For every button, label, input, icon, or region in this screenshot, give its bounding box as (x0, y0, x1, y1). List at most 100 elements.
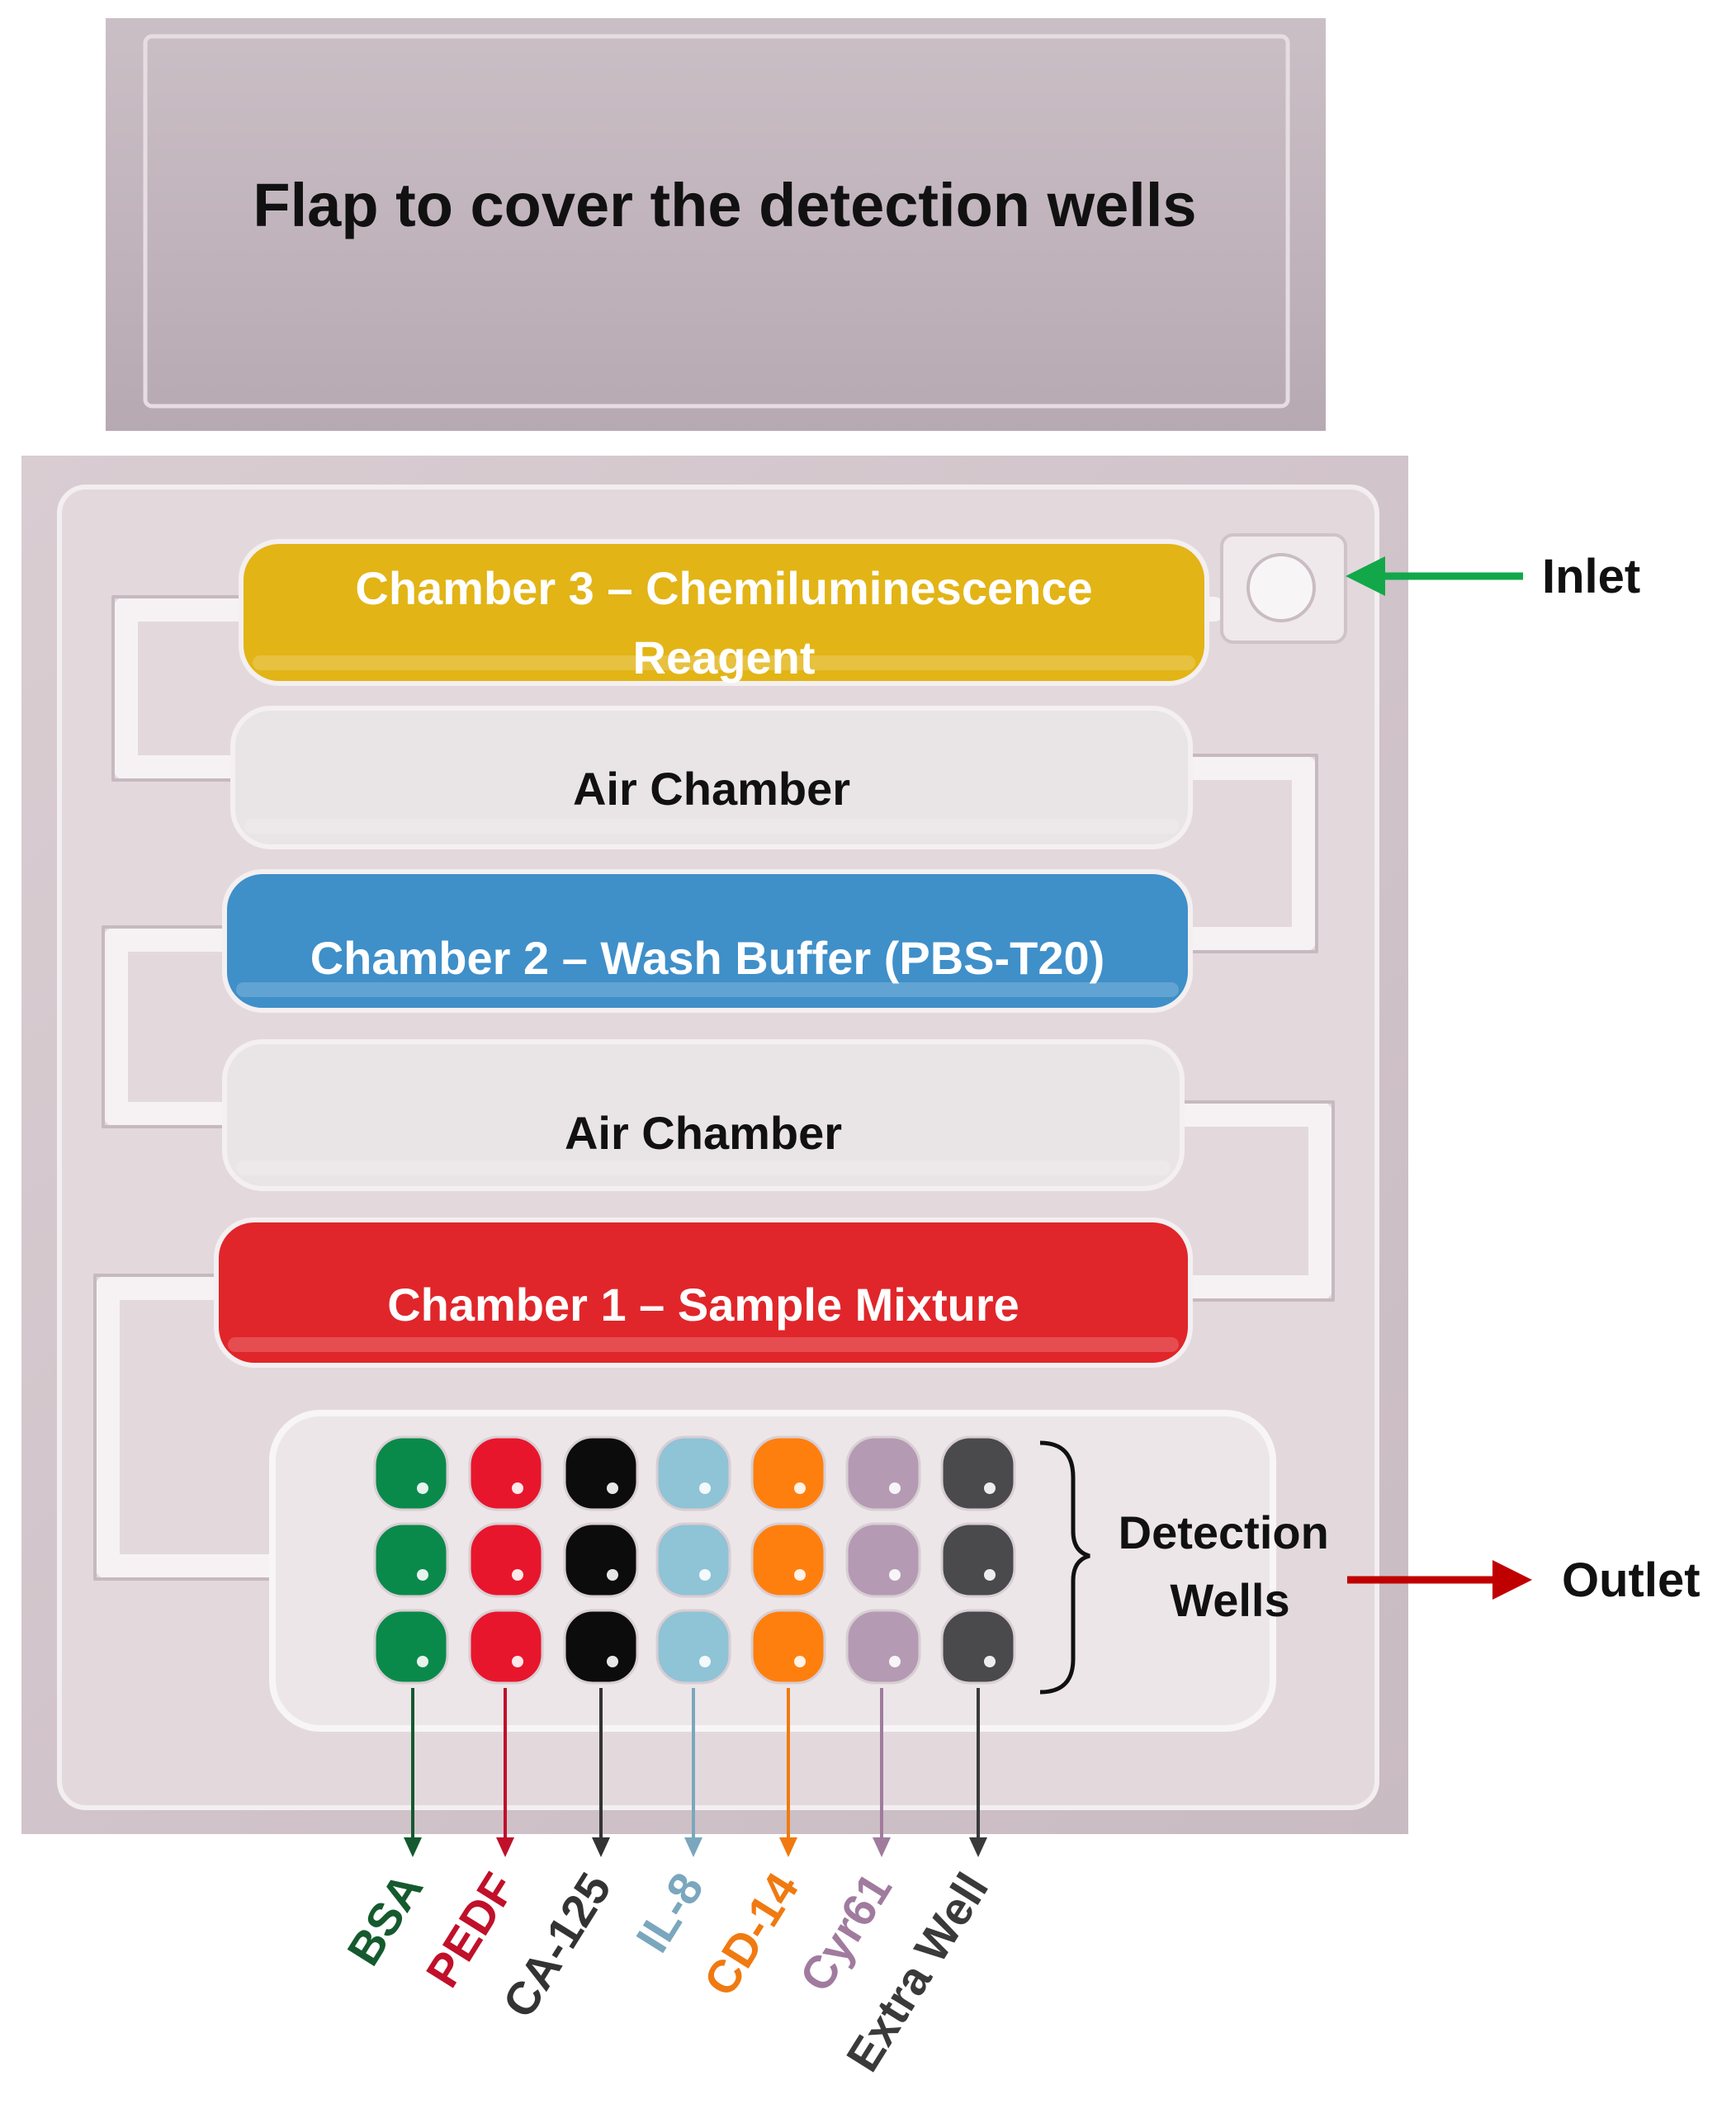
well-0-2 (373, 1609, 449, 1685)
detection-wells (373, 1435, 1016, 1685)
well-glint (889, 1656, 901, 1667)
detection-wells-label: Detection Wells (1119, 1506, 1342, 1626)
chamber-3-label-line-1: Chamber 3 – Chemiluminescence (355, 562, 1092, 614)
well-6-1 (940, 1522, 1016, 1598)
well-arrow-head (592, 1837, 610, 1857)
well-glint (889, 1569, 901, 1581)
flap: Flap to cover the detection wells (106, 18, 1326, 431)
well-glint (984, 1656, 996, 1667)
air-chamber-upper-label-line-1: Air Chamber (573, 763, 850, 815)
well-0-1 (373, 1522, 449, 1598)
well (845, 1522, 921, 1598)
well-3-2 (655, 1609, 731, 1685)
well-1-0 (468, 1435, 544, 1511)
inlet-hole (1246, 553, 1316, 622)
channel-edges (93, 595, 1335, 1581)
chamber-2: Chamber 2 – Wash Buffer (PBS-T20) (222, 869, 1193, 1013)
well-glint (417, 1656, 428, 1667)
well-glint (794, 1656, 806, 1667)
well (940, 1609, 1016, 1685)
well-6-0 (940, 1435, 1016, 1511)
well (563, 1435, 639, 1511)
well-4-1 (750, 1522, 826, 1598)
well (750, 1522, 826, 1598)
well (373, 1435, 449, 1511)
chamber-1: Chamber 1 – Sample Mixture (214, 1217, 1193, 1368)
well (563, 1522, 639, 1598)
well (655, 1522, 731, 1598)
well-4-0 (750, 1435, 826, 1511)
well-arrow-head (969, 1837, 987, 1857)
well (845, 1435, 921, 1511)
well-arrow-head (873, 1837, 891, 1857)
well-name-label: IL-8 (626, 1864, 713, 1961)
well-glint (889, 1482, 901, 1494)
well-0-0 (373, 1435, 449, 1511)
well (940, 1435, 1016, 1511)
well-glint (984, 1482, 996, 1494)
outlet-annotation: Outlet (1347, 1553, 1701, 1607)
well-glint (607, 1656, 618, 1667)
air-chamber-lower-fill (222, 1039, 1185, 1191)
well-glint (417, 1482, 428, 1494)
well-2-1 (563, 1522, 639, 1598)
chip: Chamber 3 – ChemiluminescenceReagentAir … (21, 456, 1408, 1834)
well-glint (512, 1656, 523, 1667)
well (373, 1609, 449, 1685)
well-1-2 (468, 1609, 544, 1685)
well-glint (984, 1569, 996, 1581)
flap-rim (143, 34, 1290, 409)
well-glint (417, 1569, 428, 1581)
well-glint (699, 1482, 711, 1494)
well (750, 1609, 826, 1685)
air-chamber-lower-highlight (236, 1161, 1171, 1175)
well (468, 1522, 544, 1598)
well (373, 1522, 449, 1598)
well-1-1 (468, 1522, 544, 1598)
well-name-label: BSA (337, 1864, 433, 1974)
well-arrow-head (684, 1837, 702, 1857)
chamber-1-label-line-1: Chamber 1 – Sample Mixture (387, 1279, 1019, 1331)
detection-wells-label-line-2: Wells (1170, 1574, 1289, 1626)
chamber-2-label-line-1: Chamber 2 – Wash Buffer (PBS-T20) (310, 932, 1105, 984)
well (468, 1609, 544, 1685)
well-5-0 (845, 1435, 921, 1511)
well-5-2 (845, 1609, 921, 1685)
well-3-0 (655, 1435, 731, 1511)
well (655, 1609, 731, 1685)
inlet-annotation: Inlet (1346, 550, 1640, 603)
well-glint (512, 1482, 523, 1494)
flap-label: Flap to cover the detection wells (253, 171, 1196, 239)
well (940, 1522, 1016, 1598)
detection-wells-label-line-1: Detection (1119, 1506, 1329, 1558)
outlet-arrow-head (1492, 1560, 1532, 1600)
well-glint (607, 1482, 618, 1494)
well-glint (794, 1482, 806, 1494)
well-glint (699, 1656, 711, 1667)
well-glint (699, 1569, 711, 1581)
air-chamber-lower-label-line-1: Air Chamber (565, 1107, 842, 1159)
chamber-3-highlight (253, 655, 1195, 670)
well-arrow-head (779, 1837, 797, 1857)
well-6-2 (940, 1609, 1016, 1685)
well-name-label: CD-14 (693, 1864, 808, 2005)
well-3-1 (655, 1522, 731, 1598)
flap-panel (106, 18, 1326, 431)
air-chamber-lower: Air Chamber (222, 1039, 1185, 1191)
detection-bracket (1039, 1440, 1090, 1695)
well (845, 1609, 921, 1685)
chambers: Chamber 3 – ChemiluminescenceReagentAir … (214, 539, 1209, 1368)
well-4-2 (750, 1609, 826, 1685)
chamber-1-fill (214, 1217, 1193, 1368)
air-chamber-upper-highlight (244, 819, 1179, 834)
well-arrow-head (404, 1837, 422, 1857)
well-arrow-head (496, 1837, 514, 1857)
chamber-2-fill (222, 869, 1193, 1013)
well-glint (512, 1569, 523, 1581)
well (655, 1435, 731, 1511)
chamber-1-highlight (228, 1337, 1179, 1352)
chamber-3-fill (239, 539, 1209, 686)
well-5-1 (845, 1522, 921, 1598)
